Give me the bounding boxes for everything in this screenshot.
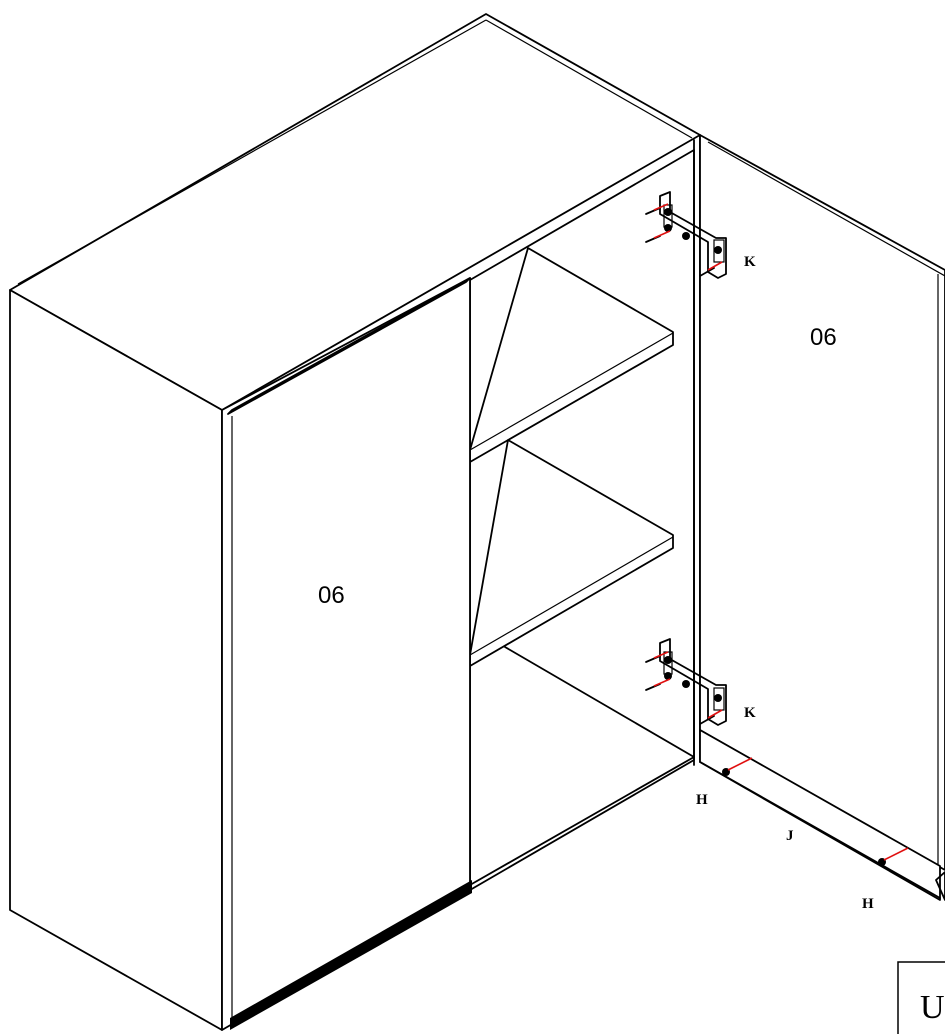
corner-box-text: U bbox=[920, 989, 945, 1026]
corner-box: U bbox=[897, 961, 945, 1034]
left-door-label: 06 bbox=[318, 582, 345, 609]
cabinet-left-side bbox=[9, 289, 223, 1031]
door-bottom-edge-shading bbox=[230, 880, 472, 1030]
hinge-bottom-label: K bbox=[744, 705, 756, 721]
hinge-top-label: K bbox=[744, 254, 756, 270]
hinge-top bbox=[645, 191, 727, 279]
right-door-label: 06 bbox=[810, 324, 837, 351]
screw-left-label: H bbox=[696, 792, 708, 808]
cabinet-interior bbox=[469, 149, 695, 891]
screw-left bbox=[722, 757, 753, 776]
right-door bbox=[699, 134, 945, 871]
screw-right-label: H bbox=[862, 896, 874, 912]
screw-right bbox=[878, 847, 909, 866]
bottom-rail bbox=[699, 729, 945, 901]
hinge-bottom bbox=[645, 638, 727, 726]
left-door bbox=[221, 277, 472, 1031]
rail-label: J bbox=[786, 828, 794, 844]
